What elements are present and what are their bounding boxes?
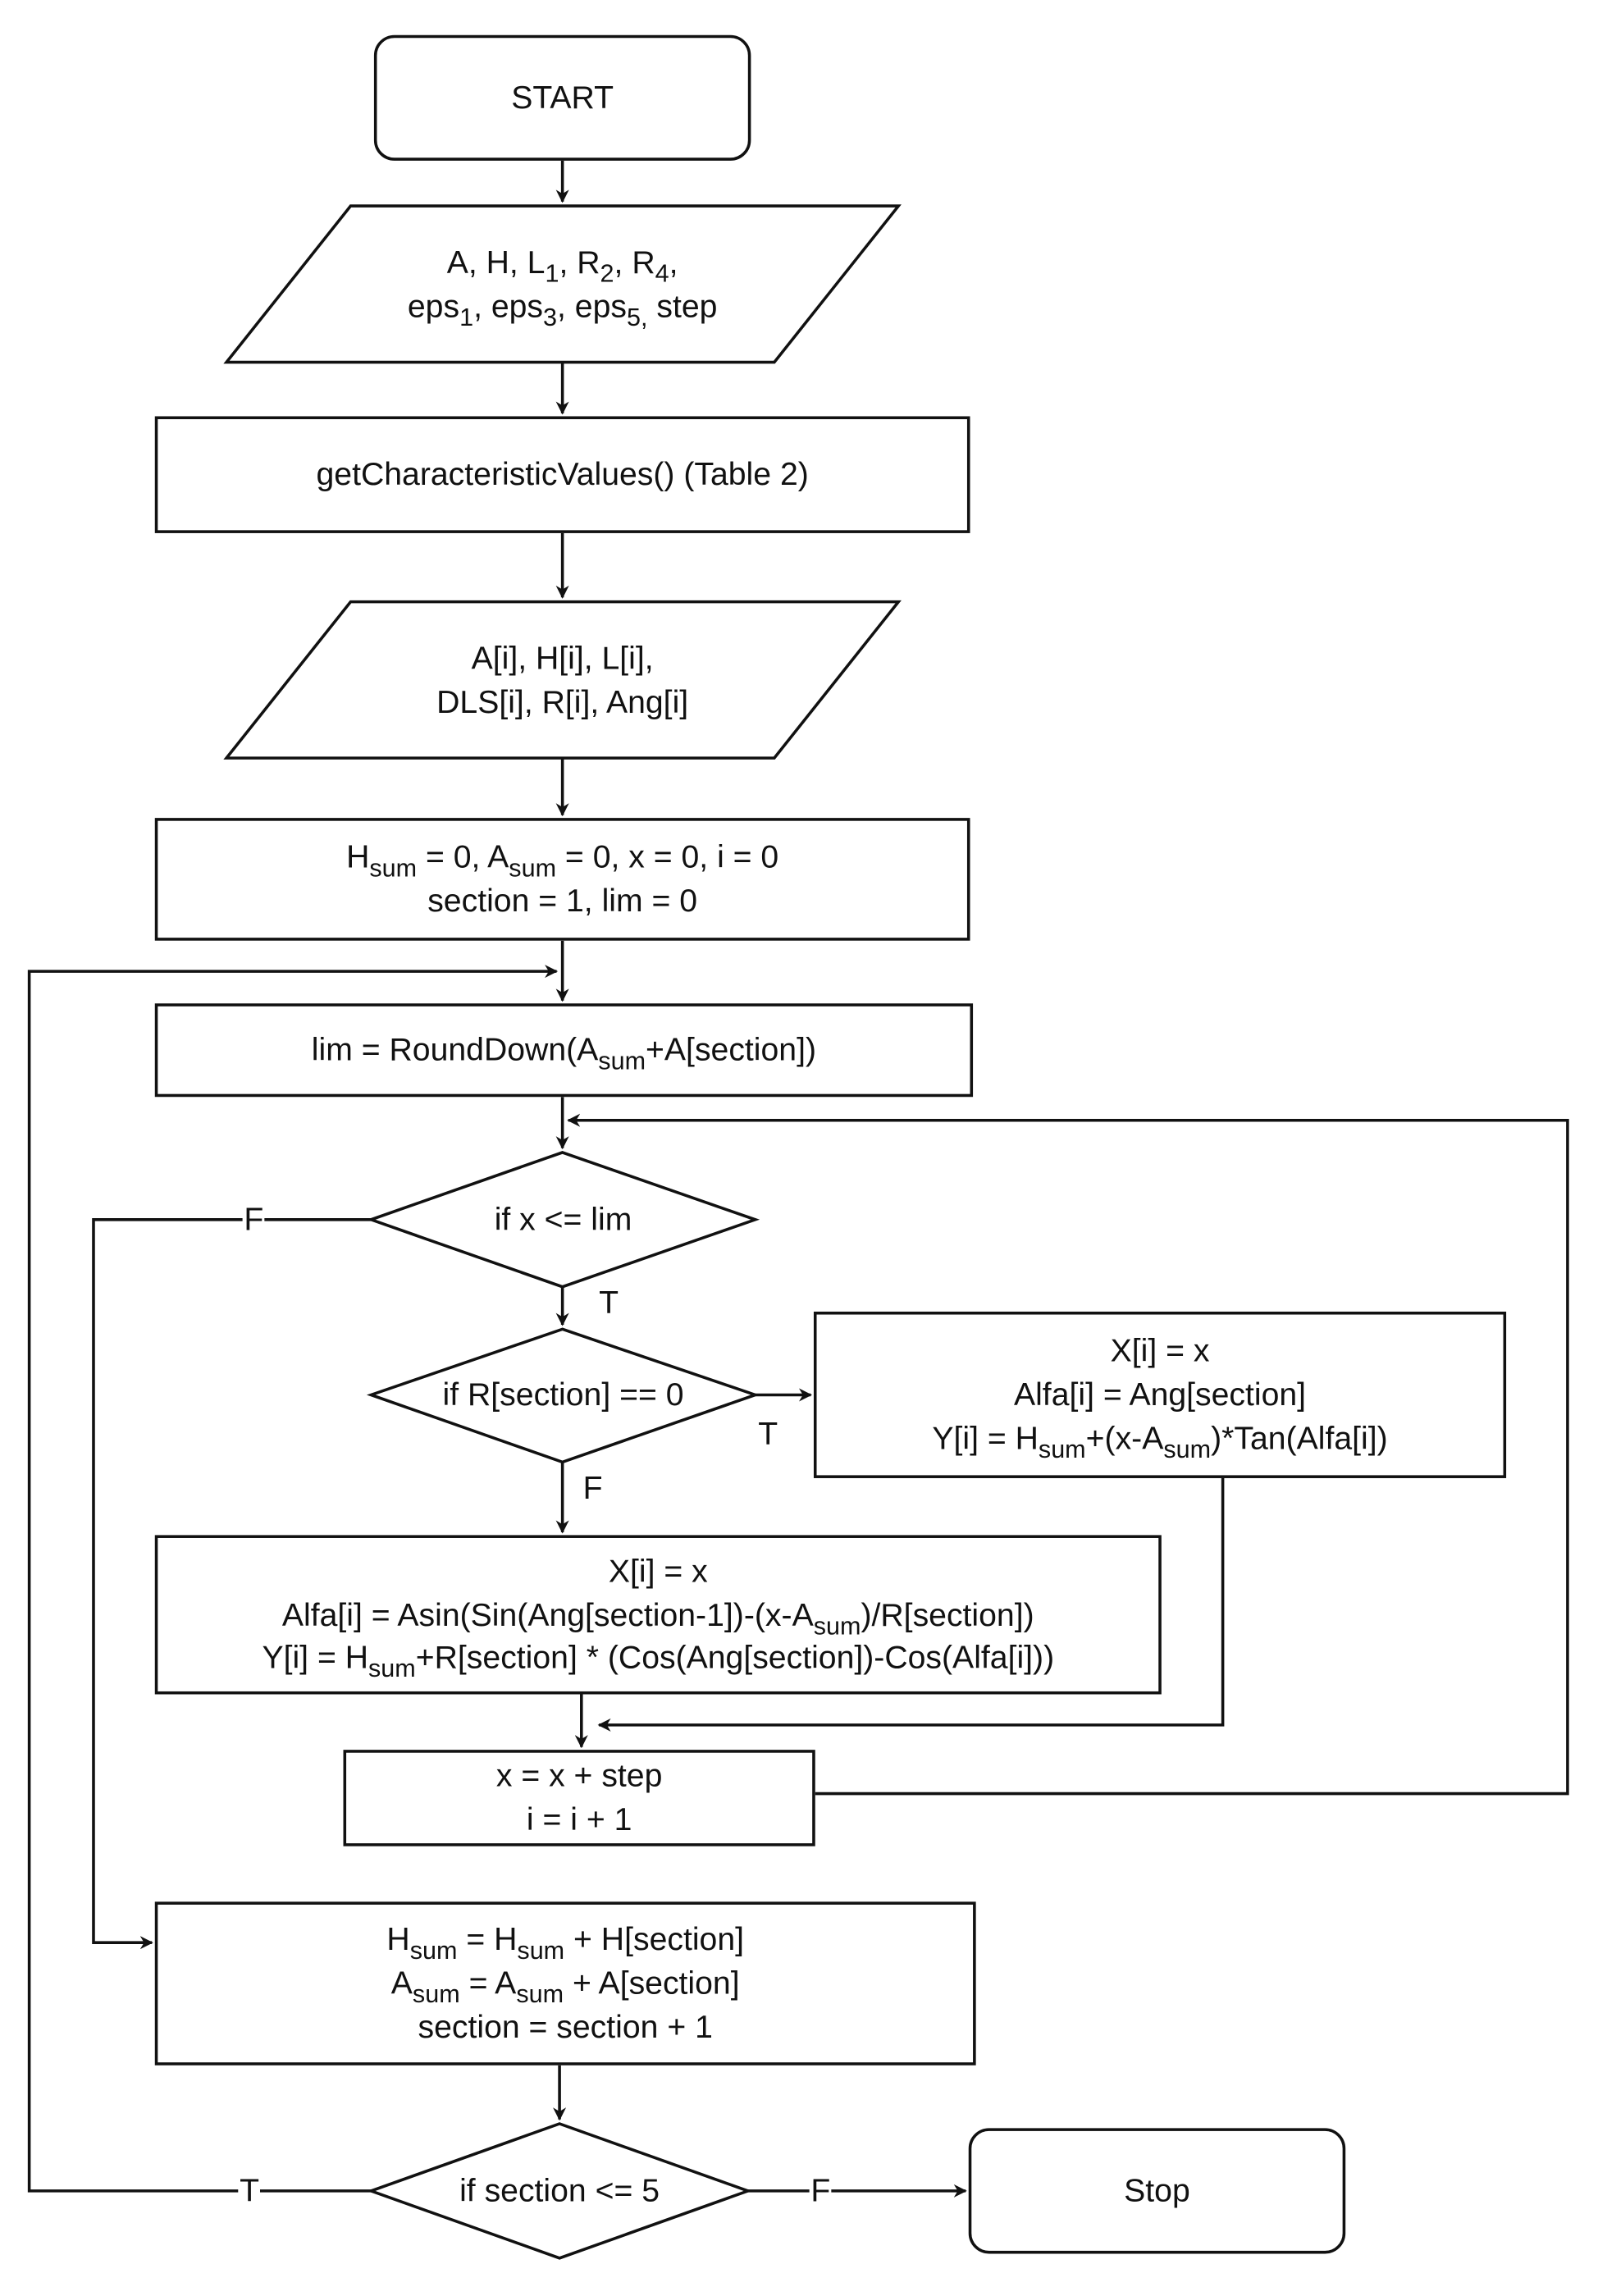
node-text-line: A, H, L1, R2, R4, (446, 244, 678, 289)
cond-r-decision: if R[section] == 0 (371, 1366, 755, 1424)
node-text-line: START (511, 79, 614, 116)
node-text-line: x = x + step (495, 1757, 663, 1795)
input-params-parallelogram (223, 204, 902, 364)
node-text-line: if x <= lim (494, 1200, 632, 1238)
start-terminal: START (373, 34, 751, 161)
node-text-line: section = 1, lim = 0 (427, 882, 698, 919)
node-text-line: A[i], H[i], L[i], (471, 640, 654, 677)
cond-section-true-label: T (238, 2171, 261, 2209)
cond-x-true-label: T (599, 1284, 619, 1321)
lim-calc-process: lim = RoundDown(Asum+A[section]) (154, 1003, 974, 1098)
node-text-line: lim = RoundDown(Asum+A[section]) (311, 1031, 817, 1075)
node-text-line: Alfa[i] = Asin(Sin(Ang[section-1])-(x-As… (281, 1595, 1034, 1641)
cond-x-false-label: F (242, 1200, 266, 1238)
cond-r-true-label: T (758, 1415, 778, 1452)
cond-r-false-label: F (582, 1469, 603, 1506)
arrays-node: A[i], H[i], L[i], DLS[i], R[i], Ang[i] (256, 605, 870, 756)
stop-terminal: Stop (968, 2128, 1346, 2254)
arc-calc-process: X[i] = x Alfa[i] = Asin(Sin(Ang[section-1… (154, 1535, 1162, 1695)
edge-condx-false (92, 1218, 372, 1950)
node-text-line: Alfa[i] = Ang[section] (1013, 1376, 1307, 1413)
node-text-line: i = i + 1 (526, 1801, 632, 1837)
increment-process: x = x + step i = i + 1 (343, 1750, 815, 1846)
cond-section-false-label: F (809, 2171, 833, 2209)
get-values-process: getCharacteristicValues() (Table 2) (154, 416, 970, 533)
node-text-line: X[i] = x (1110, 1332, 1210, 1370)
edge-increment-loop (567, 1113, 1569, 1796)
node-text-line: X[i] = x (608, 1552, 708, 1590)
node-text-line: if section <= 5 (459, 2172, 660, 2209)
node-text-line: DLS[i], R[i], Ang[i] (436, 683, 689, 720)
node-text-line: Y[i] = Hsum+R[section] * (Cos(Ang[sectio… (262, 1639, 1055, 1683)
linear-calc-process: X[i] = x Alfa[i] = Ang[section] Y[i] = Hsu… (813, 1311, 1507, 1478)
cond-r-diamond (366, 1327, 760, 1464)
node-text-line: Hsum = 0, Asum = 0, x = 0, i = 0 (346, 838, 779, 883)
node-text-line: section = section + 1 (418, 2008, 713, 2045)
node-text-line: eps1, eps3, eps5, step (407, 287, 718, 332)
edge-linear-merge (597, 1477, 1225, 1732)
cond-section-diamond (367, 2122, 753, 2260)
node-text-line: Hsum = Hsum + H[section] (386, 1921, 745, 1965)
node-text-line: Asum = Asum + A[section] (390, 1965, 740, 2009)
section-update-process: Hsum = Hsum + H[section]Asum = Asum + A[… (154, 1901, 976, 2065)
input-params-node: A, H, L1, R2, R4,eps1, eps3, eps5, step (256, 209, 870, 361)
node-text-line: Stop (1124, 2172, 1190, 2209)
node-text-line: if R[section] == 0 (442, 1376, 684, 1413)
cond-x-decision: if x <= lim (371, 1190, 755, 1248)
edge-condsection-true (27, 965, 559, 2193)
node-text-line: getCharacteristicValues() (Table 2) (316, 455, 809, 493)
node-text-line: Y[i] = Hsum+(x-Asum)*Tan(Alfa[i]) (932, 1419, 1388, 1463)
arrays-parallelogram (223, 600, 902, 760)
cond-section-decision: if section <= 5 (371, 2161, 747, 2220)
